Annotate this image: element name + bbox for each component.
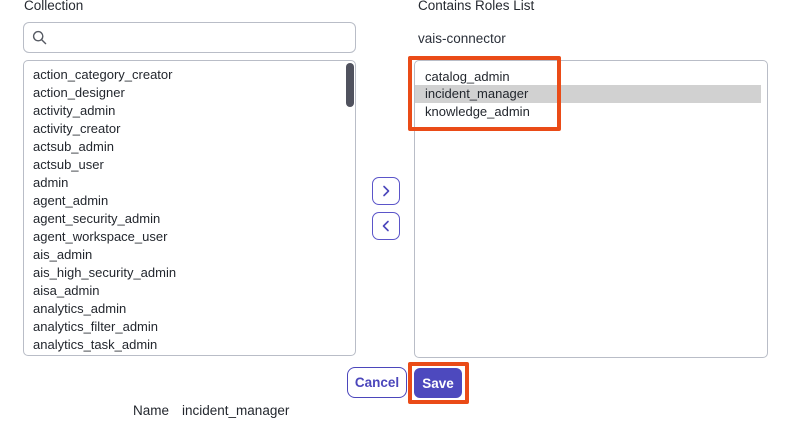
chevron-right-icon [383,185,390,197]
move-left-button[interactable] [372,212,400,240]
contains-roles-label: Contains Roles List [418,0,535,13]
list-item[interactable]: knowledge_admin [425,103,530,119]
list-item[interactable]: catalog_admin [425,69,510,84]
group-name-label: vais-connector [418,31,506,46]
list-item[interactable]: incident_manager [415,85,761,103]
collection-list-scrollbar[interactable] [346,63,354,107]
collection-search-input[interactable] [53,23,347,52]
list-item[interactable]: admin [33,175,69,190]
save-button[interactable]: Save [414,368,462,398]
list-item[interactable]: agent_security_admin [33,211,161,226]
cancel-button[interactable]: Cancel [347,367,407,398]
list-item[interactable]: ais_high_security_admin [33,265,177,280]
list-item[interactable]: analytics_viewer [33,354,341,355]
list-item[interactable]: action_category_creator [33,67,173,82]
list-item[interactable]: actsub_admin [33,139,114,154]
list-item[interactable]: actsub_user [33,157,104,172]
list-item[interactable]: analytics_task_admin [33,337,158,352]
list-item[interactable]: aisa_admin [33,283,100,298]
list-item[interactable]: activity_creator [33,121,121,136]
list-item[interactable]: action_designer [33,85,125,100]
list-item[interactable]: analytics_filter_admin [33,319,159,334]
list-item[interactable]: activity_admin [33,103,116,118]
list-item[interactable]: agent_admin [33,193,109,208]
name-label: Name [133,403,170,418]
list-item[interactable]: analytics_admin [33,301,127,316]
name-row: Name incident_manager [133,403,289,418]
chevron-left-icon [382,220,389,232]
name-value: incident_manager [182,403,290,418]
list-item[interactable]: ais_admin [33,247,93,262]
collection-label: Collection [24,0,84,13]
list-item[interactable]: agent_workspace_user [33,229,168,244]
collection-search-box[interactable] [23,22,356,53]
search-icon [32,30,47,45]
move-right-button[interactable] [372,177,400,205]
